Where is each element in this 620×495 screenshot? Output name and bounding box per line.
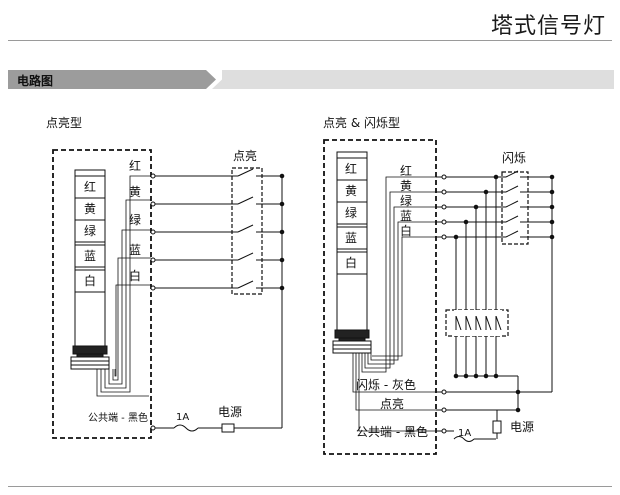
- right-flash-wire-label: 闪烁 - 灰色: [356, 378, 416, 392]
- left-lamp-green: 绿: [84, 223, 96, 238]
- left-diagram-title: 点亮型: [46, 115, 82, 130]
- right-switch-label: 闪烁: [502, 151, 526, 165]
- right-flash-switch-group: [501, 171, 529, 245]
- left-lamp-white: 白: [84, 273, 96, 288]
- right-lamp-white: 白: [345, 255, 357, 270]
- page-title: 塔式信号灯: [490, 14, 606, 39]
- right-steady-switches: [455, 315, 502, 331]
- right-tower-enclosure: [323, 139, 437, 455]
- title-divider: [8, 40, 612, 41]
- right-lamp-yellow: 黄: [345, 184, 357, 198]
- left-wire-yellow: 黄: [129, 185, 141, 199]
- right-on-wire-label: 点亮: [380, 396, 404, 411]
- right-wire-white: 白: [400, 223, 412, 238]
- right-diagram-title: 点亮 & 闪烁型: [323, 115, 400, 130]
- left-wire-blue: 蓝: [129, 243, 141, 257]
- right-lamp-red: 红: [345, 161, 357, 176]
- right-fuse-label: 1A: [458, 428, 471, 439]
- left-fuse-label: 1A: [176, 412, 189, 423]
- bottom-divider: [8, 486, 612, 487]
- left-tower-enclosure: [52, 149, 152, 439]
- right-fuse-icon: [453, 436, 475, 442]
- left-power-label: 电源: [218, 405, 242, 419]
- right-wire-yellow: 黄: [400, 179, 412, 193]
- left-switches: [237, 168, 282, 289]
- right-power-label: 电源: [510, 420, 534, 434]
- left-wire-green: 绿: [129, 212, 141, 227]
- left-tower-base: [72, 345, 108, 355]
- left-switch-label: 点亮: [233, 148, 257, 163]
- section-title: 电路图: [17, 74, 54, 88]
- right-tower-base: [334, 329, 370, 339]
- left-switch-group: [231, 167, 263, 295]
- right-lamp-green: 绿: [345, 205, 357, 220]
- left-wire-white: 白: [129, 268, 141, 283]
- right-common-label: 公共端 - 黑色: [356, 425, 428, 439]
- left-lamp-red: 红: [84, 179, 96, 194]
- left-wire-red: 红: [129, 158, 141, 173]
- left-power-icon: [221, 423, 235, 433]
- right-wire-red: 红: [400, 163, 412, 178]
- right-lamp-blue: 蓝: [345, 231, 357, 245]
- section-header-bar: [8, 70, 614, 89]
- left-lamp-blue: 蓝: [84, 249, 96, 263]
- right-wire-blue: 蓝: [400, 209, 412, 223]
- left-lamp-yellow: 黄: [84, 202, 96, 216]
- left-common-label: 公共端 - 黑色: [88, 411, 148, 424]
- left-fuse-icon: [173, 424, 199, 432]
- right-wire-green: 绿: [400, 193, 412, 208]
- right-power-icon: [492, 420, 502, 434]
- right-flash-switches: [505, 170, 552, 238]
